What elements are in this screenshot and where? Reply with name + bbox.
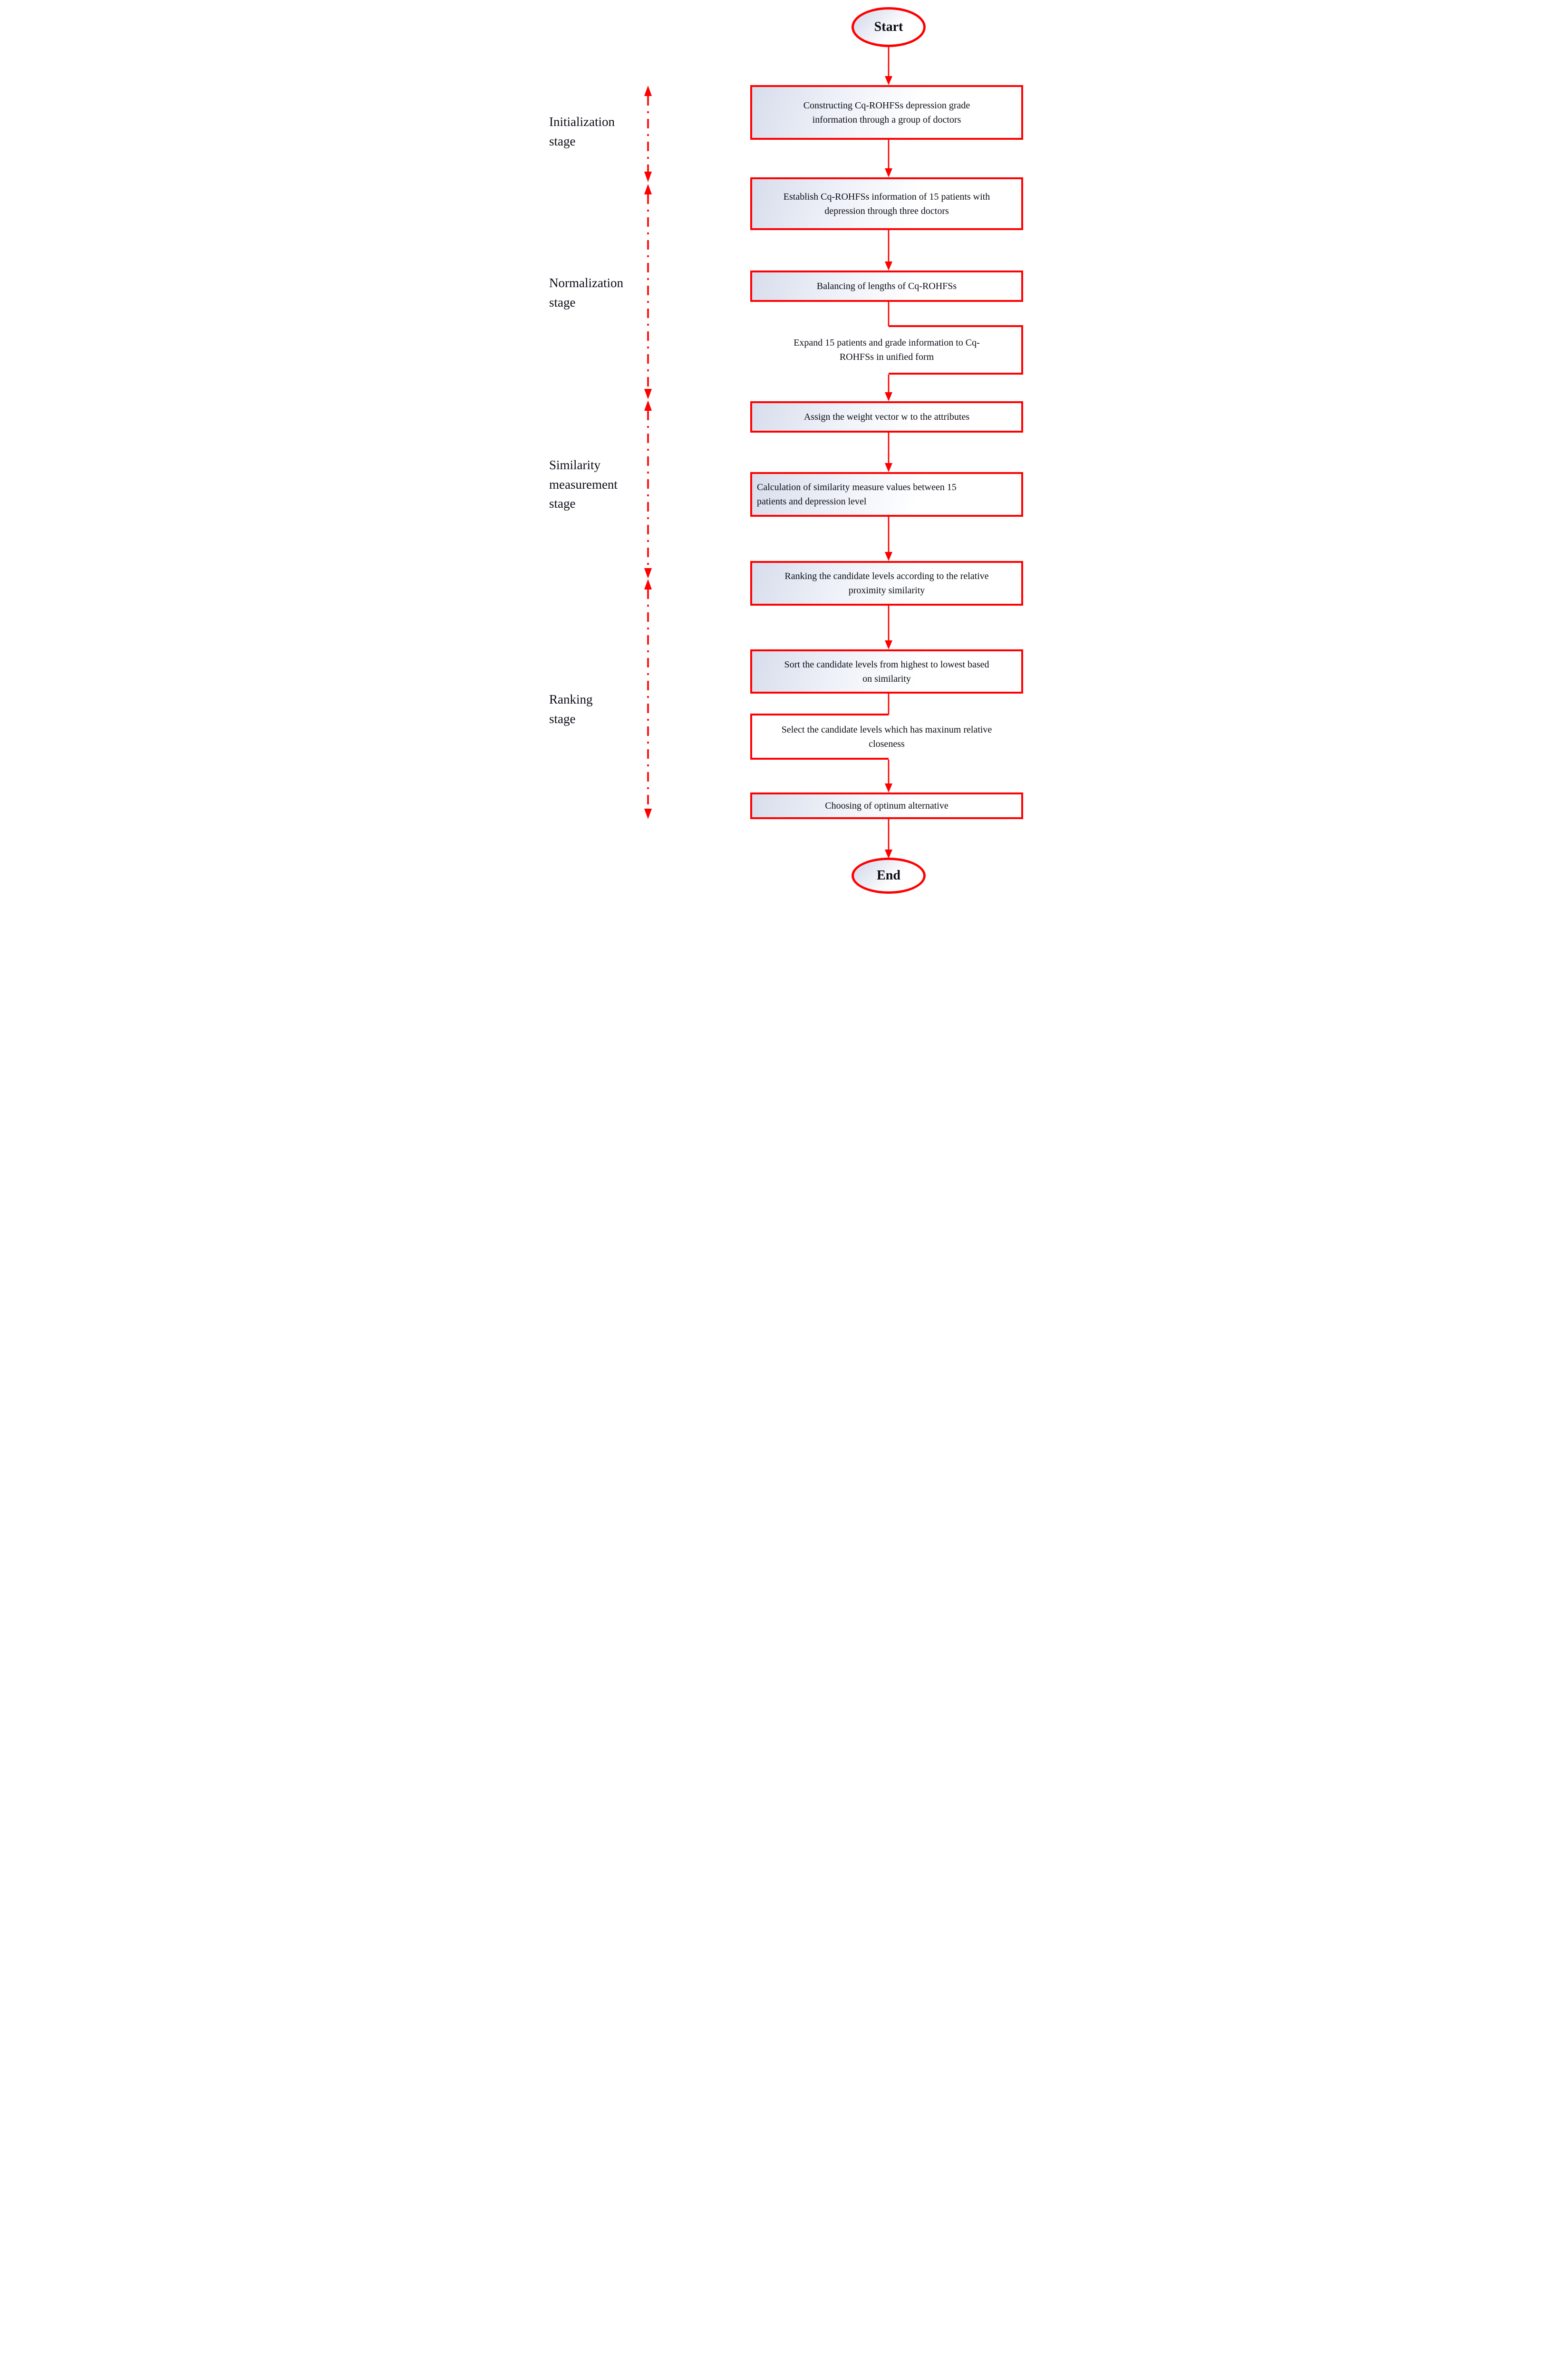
start-label: Start xyxy=(874,19,903,34)
arrow-down-icon xyxy=(644,568,652,579)
step-text-5: Assign the weight vector w to the attrib… xyxy=(803,412,970,422)
step-text-4: Expand 15 patients and grade information… xyxy=(794,338,980,362)
arrow-up-icon xyxy=(644,579,652,589)
arrow-down-icon xyxy=(644,172,652,182)
step-box-8: Sort the candidate levels from highest t… xyxy=(750,649,1023,694)
connector-step5-step6 xyxy=(885,433,892,472)
step-text-10: Choosing of optinum alternative xyxy=(825,801,949,811)
connector-step1-step2 xyxy=(885,140,892,177)
arrowhead-icon xyxy=(885,552,892,561)
stage-label-initialization: Initialization stage xyxy=(549,115,615,148)
flowchart: Initialization stage Normalization stage… xyxy=(523,0,1045,902)
arrowhead-icon xyxy=(885,168,892,177)
step-text-2: Establish Cq-ROHFSs information of 15 pa… xyxy=(783,191,990,216)
stage-label-similarity: Similarity measurement stage xyxy=(549,458,618,511)
step-text-1: Constructing Cq-ROHFSs depression grade … xyxy=(803,100,970,125)
arrowhead-icon xyxy=(885,640,892,649)
arrowhead-icon xyxy=(885,261,892,271)
step-text-9: Select the candidate levels which has ma… xyxy=(781,724,992,749)
step-box-6: Calculation of similarity measure values… xyxy=(750,472,1023,517)
step-box-4-border xyxy=(889,325,1023,375)
step-box-4: Expand 15 patients and grade information… xyxy=(750,325,1023,375)
arrow-up-icon xyxy=(644,86,652,96)
arrow-down-icon xyxy=(644,389,652,399)
arrow-down-icon xyxy=(644,809,652,819)
end-label: End xyxy=(877,868,900,883)
arrowhead-icon xyxy=(885,850,892,859)
stage-bracket-similarity xyxy=(644,400,652,579)
stage-label-normalization: Normalization stage xyxy=(549,276,623,309)
step-box-5: Assign the weight vector w to the attrib… xyxy=(750,401,1023,433)
connector-start-step1 xyxy=(885,47,892,85)
arrowhead-icon xyxy=(885,392,892,401)
stage-label-ranking: Ranking stage xyxy=(549,692,593,726)
stage-bracket-normalization xyxy=(644,184,652,399)
step-text-8: Sort the candidate levels from highest t… xyxy=(784,659,989,684)
start-terminal: Start xyxy=(852,7,926,47)
step-box-3: Balancing of lengths of Cq-ROHFSs xyxy=(750,271,1023,302)
step-text-6: Calculation of similarity measure values… xyxy=(757,482,957,507)
step-box-9-border xyxy=(750,714,889,760)
step-box-1: Constructing Cq-ROHFSs depression grade … xyxy=(750,85,1023,140)
step-box-2: Establish Cq-ROHFSs information of 15 pa… xyxy=(750,177,1023,230)
stage-bracket-initialization xyxy=(644,86,652,182)
arrow-up-icon xyxy=(644,184,652,194)
step-box-7: Ranking the candidate levels according t… xyxy=(750,561,1023,606)
connector-step2-step3 xyxy=(885,230,892,271)
step-box-9: Select the candidate levels which has ma… xyxy=(750,714,1023,760)
connector-layer xyxy=(644,47,892,859)
connector-step10-end xyxy=(885,819,892,859)
connector-step9-step10 xyxy=(885,760,892,792)
step-box-10: Choosing of optinum alternative xyxy=(750,792,1023,819)
connector-step4-step5 xyxy=(885,375,892,401)
end-terminal: End xyxy=(852,858,926,894)
arrow-up-icon xyxy=(644,400,652,411)
connector-step7-step8 xyxy=(885,606,892,649)
arrowhead-icon xyxy=(885,463,892,472)
arrowhead-icon xyxy=(885,76,892,85)
step-text-7: Ranking the candidate levels according t… xyxy=(784,571,989,596)
stage-bracket-ranking xyxy=(644,579,652,819)
arrowhead-icon xyxy=(885,783,892,792)
connector-step6-step7 xyxy=(885,517,892,561)
step-text-3: Balancing of lengths of Cq-ROHFSs xyxy=(816,281,957,291)
